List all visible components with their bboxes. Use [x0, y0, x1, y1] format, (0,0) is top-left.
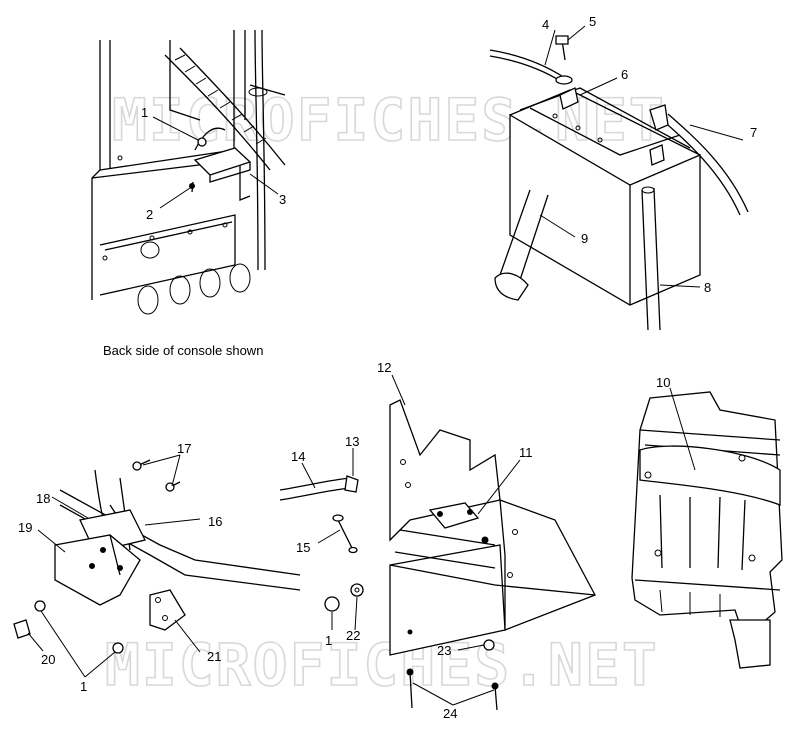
- console-back-view: [91, 29, 286, 315]
- console-caption: Back side of console shown: [103, 343, 263, 358]
- callout-12: 12: [377, 360, 391, 375]
- callout-labels: 1 2 3 4 5 6 7 8 9 12 10 11 13 14 15 16 1…: [18, 14, 757, 721]
- callout-1-center: 1: [325, 633, 332, 648]
- battery-cover-view: [631, 391, 783, 669]
- callout-20: 20: [41, 652, 55, 667]
- callout-1-left: 1: [80, 679, 87, 694]
- callout-2: 2: [146, 207, 153, 222]
- callout-3: 3: [279, 192, 286, 207]
- callout-19: 19: [18, 520, 32, 535]
- callout-1-top: 1: [141, 105, 148, 120]
- callout-22: 22: [346, 628, 360, 643]
- callout-5: 5: [589, 14, 596, 29]
- callout-15: 15: [296, 540, 310, 555]
- callout-13: 13: [345, 434, 359, 449]
- callout-14: 14: [291, 449, 305, 464]
- callout-17: 17: [177, 441, 191, 456]
- leader-lines: [27, 25, 744, 706]
- callout-24: 24: [443, 706, 457, 721]
- callout-11: 11: [519, 445, 533, 460]
- callout-21: 21: [207, 649, 221, 664]
- battery-bracket-view: [279, 399, 596, 711]
- callout-7: 7: [750, 125, 757, 140]
- callout-4: 4: [542, 17, 549, 32]
- callout-9: 9: [581, 231, 588, 246]
- callout-6: 6: [621, 67, 628, 82]
- battery-view: [489, 35, 749, 331]
- callout-10: 10: [656, 375, 670, 390]
- regulator-view: [13, 459, 301, 654]
- callout-23: 23: [437, 643, 451, 658]
- callout-16: 16: [208, 514, 222, 529]
- callout-18: 18: [36, 491, 50, 506]
- watermark-bottom: MICROFICHES.NET: [105, 631, 659, 699]
- callout-8: 8: [704, 280, 711, 295]
